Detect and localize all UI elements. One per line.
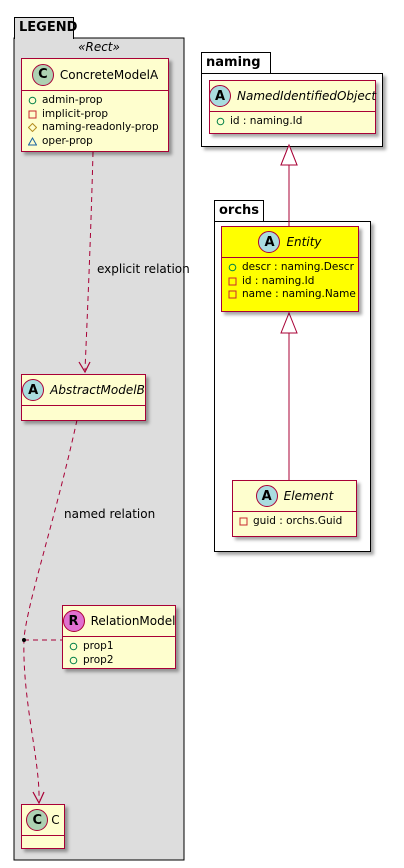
protected-visibility-icon [28, 123, 37, 133]
attribute-row: guid : orchs.Guid [239, 515, 356, 529]
attribute-row: naming-readonly-prop [28, 121, 168, 135]
named-identified-object-class[interactable]: A NamedIdentifiedObject id : naming.Id [208, 80, 377, 134]
public-visibility-icon [228, 263, 237, 272]
private-visibility-icon [28, 110, 37, 119]
public-visibility-icon [216, 117, 225, 126]
attribute-row: implicit-prop [28, 108, 168, 122]
class-name: C [51, 813, 60, 827]
attribute-text: naming-readonly-prop [42, 121, 159, 133]
named-relation-line [23, 419, 78, 801]
attribute-list: guid : orchs.Guid [233, 512, 356, 529]
attribute-row: oper-prop [28, 135, 168, 149]
attribute-list: admin-prop implicit-prop naming-readonly… [22, 91, 168, 148]
attribute-row: admin-prop [28, 94, 168, 108]
public-visibility-icon [69, 656, 78, 665]
naming-package-name: naming [206, 55, 261, 70]
attribute-text: oper-prop [42, 134, 93, 147]
class-header: C C [22, 805, 64, 836]
orchs-package-tab: orchs [214, 200, 264, 222]
explicit-relation-label: explicit relation [97, 262, 190, 276]
class-header: C ConcreteModelA [22, 59, 168, 91]
attribute-row: name : naming.Name [228, 288, 358, 302]
private-visibility-icon [239, 517, 248, 526]
class-header: A NamedIdentifiedObject [208, 81, 377, 112]
attribute-row: prop2 [69, 654, 175, 668]
class-a-badge-icon: A [208, 85, 231, 107]
attribute-text: guid : orchs.Guid [253, 515, 343, 527]
legend-package-body [13, 37, 185, 861]
element-class[interactable]: A Element guid : orchs.Guid [232, 480, 357, 537]
legend-package-name: LEGEND [19, 20, 78, 35]
relation-model-class[interactable]: R RelationModel prop1 prop2 [62, 605, 176, 669]
class-name: AbstractModelB [50, 383, 145, 397]
legend-package-tab: LEGEND [14, 17, 78, 39]
named-relation-label: named relation [64, 507, 156, 521]
class-r-badge-icon: R [62, 610, 85, 632]
attribute-row: prop1 [69, 640, 175, 654]
attribute-list: id : naming.Id [210, 112, 375, 129]
class-c-badge-icon: C [31, 63, 54, 86]
relation-junction-dot [22, 638, 26, 642]
orchs-package-name: orchs [219, 203, 260, 218]
attribute-text: id : naming.Id [242, 274, 315, 287]
public-visibility-icon [69, 642, 78, 651]
class-name: RelationModel [90, 614, 176, 628]
explicit-relation-arrowhead [78, 361, 91, 374]
class-a-badge-icon: A [258, 231, 281, 253]
class-c-badge-icon: C [26, 809, 49, 831]
private-visibility-icon [228, 277, 237, 286]
attribute-list: descr : naming.Descr id : naming.Id name… [222, 258, 358, 302]
named-relation-arrowhead [32, 791, 45, 805]
naming-package-tab: naming [201, 52, 271, 74]
class-header: A Element [233, 481, 356, 512]
private-visibility-icon [228, 290, 237, 299]
class-name: Element [283, 489, 334, 503]
attribute-text: prop1 [83, 640, 114, 652]
class-a-badge-icon: A [255, 485, 278, 507]
attribute-text: prop2 [83, 653, 114, 666]
c-class[interactable]: C C [21, 804, 65, 849]
attribute-text: descr : naming.Descr [242, 261, 354, 273]
attribute-list: prop1 prop2 [63, 637, 175, 667]
attribute-text: implicit-prop [42, 107, 109, 120]
class-header: R RelationModel [62, 606, 176, 637]
attribute-text: admin-prop [42, 94, 103, 106]
class-name: Entity [286, 235, 322, 249]
attribute-row: id : naming.Id [228, 275, 358, 289]
class-a-badge-icon: A [22, 379, 45, 401]
class-header: A AbstractModelB [22, 375, 145, 406]
class-header: A Entity [222, 227, 358, 258]
class-name: NamedIdentifiedObject [236, 89, 377, 103]
explicit-relation-line [84, 151, 94, 371]
attribute-text: id : naming.Id [230, 115, 303, 127]
package-visibility-icon [28, 136, 37, 146]
attribute-row: id : naming.Id [216, 115, 375, 129]
concrete-model-a-class[interactable]: C ConcreteModelA admin-prop implicit-pro… [21, 58, 169, 152]
attribute-text: name : naming.Name [242, 288, 356, 300]
public-visibility-icon [28, 96, 37, 105]
attribute-row: descr : naming.Descr [228, 261, 358, 275]
entity-class[interactable]: A Entity descr : naming.Descr id : namin… [221, 226, 359, 312]
legend-stereotype: «Rect» [78, 40, 120, 54]
class-name: ConcreteModelA [59, 67, 159, 82]
abstract-model-b-class[interactable]: A AbstractModelB [21, 374, 146, 421]
